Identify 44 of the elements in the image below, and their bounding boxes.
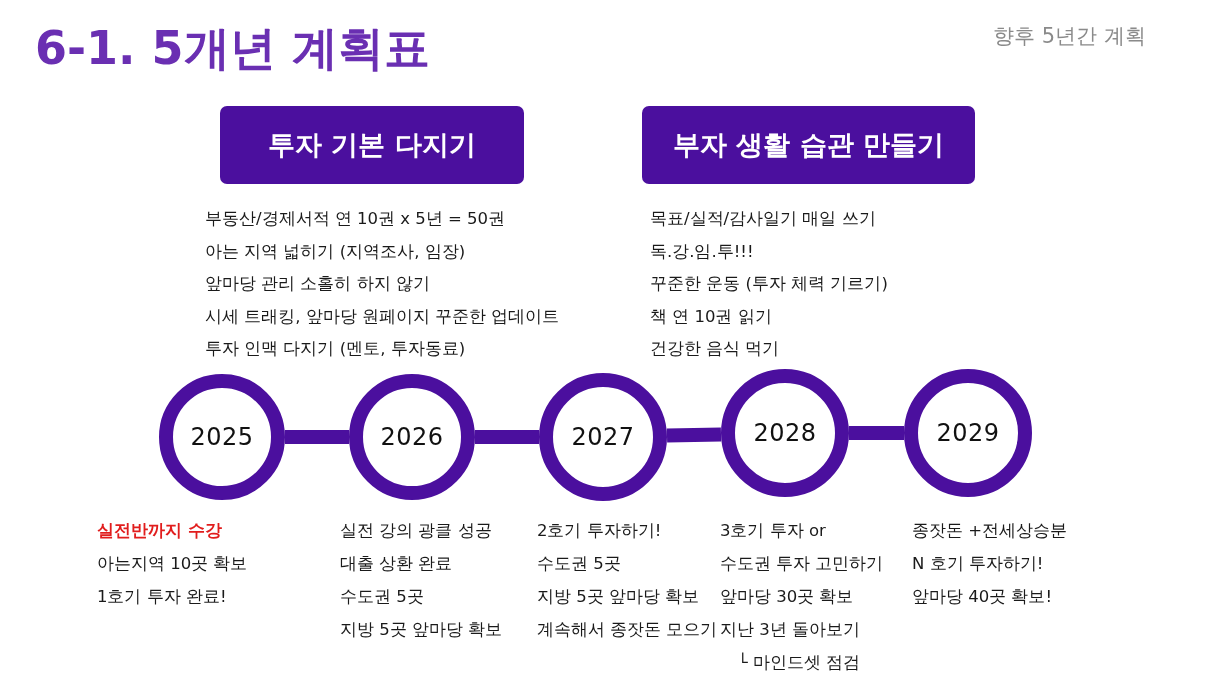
plan-text: 수도권 5곳 (537, 553, 621, 575)
plan-text: └ 마인드셋 점검 (738, 652, 861, 674)
plan-text: 실전 강의 광클 성공 (340, 520, 492, 542)
plan-text: 3호기 투자 or (720, 520, 826, 542)
header-banner (220, 106, 524, 184)
plan-text: 실전반까지 수강 (97, 520, 222, 542)
plan-text: 꾸준한 운동 (투자 체력 기르기) (650, 273, 888, 295)
plan-text: 1호기 투자 완료! (97, 586, 227, 608)
plan-text: 책 연 10권 읽기 (650, 305, 772, 328)
connector-bar (475, 430, 539, 444)
plan-text: 지난 3년 돌아보기 (720, 619, 860, 641)
plan-text: 앞마당 관리 소홀히 하지 않기 (205, 273, 430, 295)
year-label: 2025 (190, 423, 254, 451)
section-heading: 부자 생활 습관 만들기 (672, 128, 945, 162)
plan-text: 건강한 음식 먹기 (650, 338, 780, 360)
plan-text: 독.강.임.투!!! (650, 240, 754, 263)
plan-text: 앞마당 40곳 확보! (912, 586, 1053, 608)
plan-text: 대출 상환 완료 (340, 553, 453, 575)
plan-text: N 호기 투자하기! (912, 553, 1044, 575)
subtitle-text: 향후 5년간 계획 (993, 23, 1146, 50)
plan-text: 아는지역 10곳 확보 (97, 553, 248, 575)
plan-text: 지방 5곳 앞마당 확보 (537, 586, 700, 608)
plan-text: 투자 인맥 다지기 (멘토, 투자동료) (205, 338, 466, 360)
plan-text: 앞마당 30곳 확보 (720, 586, 854, 608)
header-banner (642, 106, 975, 184)
year-label: 2029 (936, 419, 1000, 447)
year-label: 2027 (571, 423, 635, 451)
connector-bar (666, 427, 722, 443)
plan-text: 2호기 투자하기! (537, 520, 662, 542)
plan-text: 종잣돈 +전세상승분 (912, 520, 1068, 542)
plan-text: 부동산/경제서적 연 10권 x 5년 = 50권 (205, 208, 506, 230)
plan-text: 수도권 투자 고민하기 (720, 553, 884, 575)
plan-text: 계속해서 종잣돈 모으기 (537, 619, 718, 641)
year-label: 2028 (753, 419, 817, 447)
plan-text: 시세 트래킹, 앞마당 원페이지 꾸준한 업데이트 (205, 305, 560, 328)
plan-text: 아는 지역 넓히기 (지역조사, 임장) (205, 240, 466, 263)
section-heading: 투자 기본 다지기 (268, 128, 476, 162)
plan-text: 목표/실적/감사일기 매일 쓰기 (650, 208, 876, 230)
page-title: 6-1. 5개년 계획표 (35, 20, 430, 77)
connector-bar (849, 426, 904, 440)
plan-text: 수도권 5곳 (340, 586, 424, 608)
plan-text: 지방 5곳 앞마당 확보 (340, 619, 503, 641)
connector-bar (285, 430, 349, 444)
year-label: 2026 (380, 423, 444, 451)
